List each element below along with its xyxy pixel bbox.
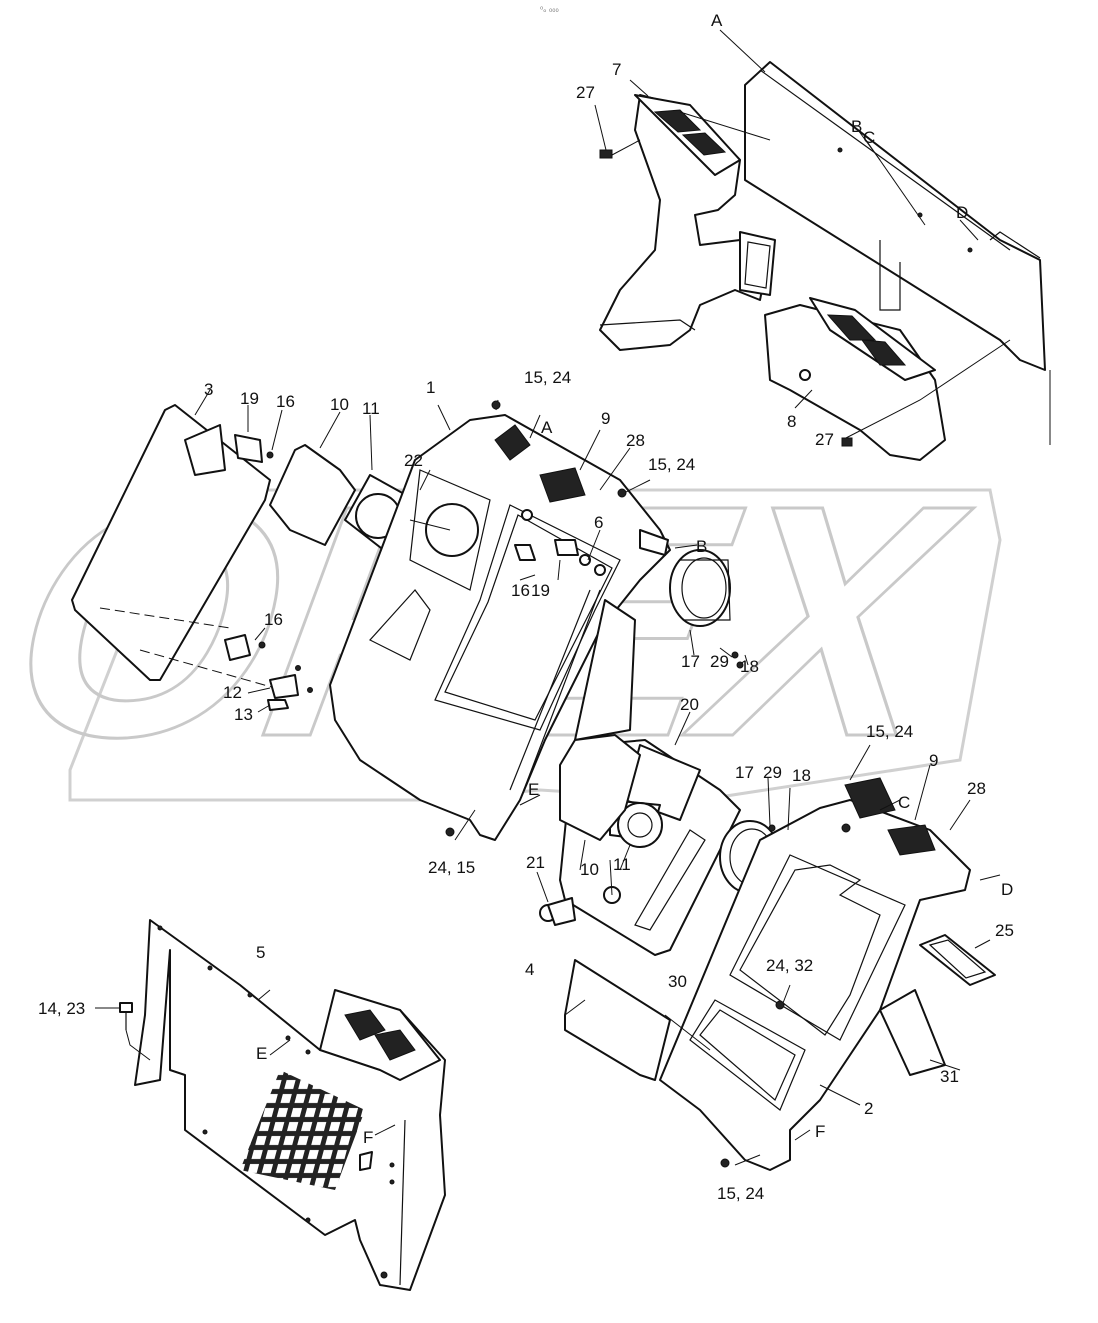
duct-8 (764, 297, 946, 461)
label-B-top: B (851, 117, 862, 136)
label-E-low: E (256, 1044, 267, 1063)
cover-panel-3 (71, 404, 276, 689)
main-panel-2 (659, 777, 971, 1171)
label-25: 25 (995, 921, 1014, 940)
hinge-19-16 (234, 405, 283, 463)
panel-4 (564, 959, 671, 1081)
label-21: 21 (526, 853, 545, 872)
label-16-top: 16 (276, 392, 295, 411)
label-D-mid: D (1001, 880, 1013, 899)
label-27-mid: 27 (815, 430, 834, 449)
label-C-top: C (863, 128, 875, 147)
label-11-low: 11 (613, 855, 631, 874)
callout-labels: A B C D 7 27 8 27 3 19 16 10 11 22 1 15,… (38, 11, 1014, 1203)
label-7: 7 (612, 60, 621, 79)
label-A-mid: A (541, 418, 553, 437)
label-15-24-b: 15, 24 (648, 455, 695, 474)
cover-10-top (269, 411, 356, 546)
label-D-top: D (956, 203, 968, 222)
label-12: 12 (223, 683, 242, 702)
label-14-23: 14, 23 (38, 999, 85, 1018)
knob-21 (536, 871, 621, 926)
label-30: 30 (668, 972, 687, 991)
label-10-top: 10 (330, 395, 349, 414)
label-15-24-a: 15, 24 (524, 368, 571, 387)
label-10-low: 10 (580, 860, 599, 879)
panel-30 (559, 711, 741, 956)
strip-25 (919, 934, 996, 986)
label-19-top: 19 (240, 389, 259, 408)
duct-7 (599, 94, 776, 351)
label-24-15: 24, 15 (428, 858, 475, 877)
label-3: 3 (204, 380, 213, 399)
hinge-hardware-lower (224, 627, 313, 713)
label-16-low: 16 (264, 610, 283, 629)
label-8: 8 (787, 412, 796, 431)
label-1: 1 (426, 378, 435, 397)
label-2: 2 (864, 1099, 873, 1118)
label-16-mid: 16 (511, 581, 530, 600)
speaker-B (669, 549, 749, 669)
roof-beam-A (744, 61, 1051, 445)
grille-mesh (240, 1070, 365, 1190)
label-15-24-c: 15, 24 (866, 722, 913, 741)
label-29-a: 29 (710, 652, 729, 671)
label-28-left: 28 (626, 431, 645, 450)
label-18-b: 18 (792, 766, 811, 785)
label-E-mid: E (528, 780, 539, 799)
label-13: 13 (234, 705, 253, 724)
label-A-top: A (711, 11, 723, 30)
bracket-panel-5 (134, 919, 446, 1291)
tiny-mark: ⁰ₒ ₀₀₀ (540, 5, 559, 14)
label-19-mid: 19 (531, 581, 550, 600)
label-24-32: 24, 32 (766, 956, 813, 975)
label-6: 6 (594, 513, 603, 532)
label-28-right: 28 (967, 779, 986, 798)
bolt-14-23 (95, 1002, 151, 1061)
label-11-top: 11 (362, 399, 380, 418)
label-9-right: 9 (929, 751, 938, 770)
label-9-left: 9 (601, 409, 610, 428)
label-18-a: 18 (740, 657, 759, 676)
leaders-mid (194, 389, 1001, 1166)
label-20: 20 (680, 695, 699, 714)
label-F-right: F (815, 1122, 825, 1141)
fasteners (445, 400, 851, 1168)
label-F-low: F (363, 1128, 373, 1147)
label-4: 4 (525, 960, 534, 979)
label-5: 5 (256, 943, 265, 962)
label-B-mid: B (696, 537, 707, 556)
label-31: 31 (940, 1067, 959, 1086)
cover-10-low (559, 734, 641, 841)
label-22: 22 (404, 451, 423, 470)
label-17-a: 17 (681, 652, 700, 671)
label-29-b: 29 (763, 763, 782, 782)
label-15-24-d: 15, 24 (717, 1184, 764, 1203)
label-C-mid: C (898, 793, 910, 812)
label-17-b: 17 (735, 763, 754, 782)
label-27-top: 27 (576, 83, 595, 102)
leaders-top (594, 29, 1011, 447)
